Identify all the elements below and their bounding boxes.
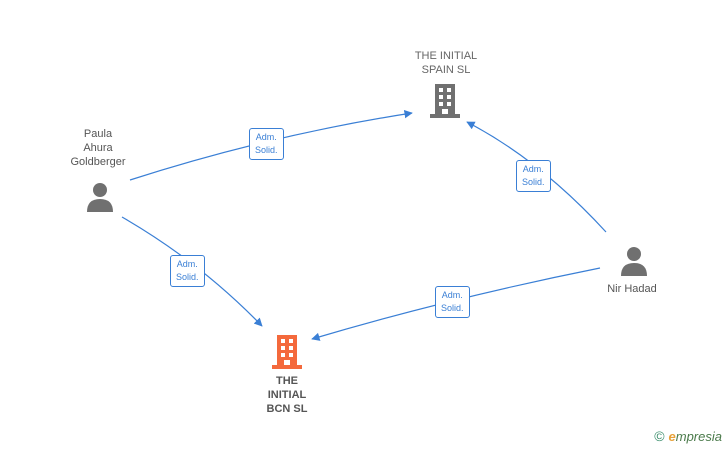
edge-label-nir-spain[interactable]: Adm. Solid. <box>516 160 551 192</box>
company-label-bcn[interactable]: THE INITIAL BCN SL <box>266 375 308 415</box>
edge-label-paula-spain[interactable]: Adm. Solid. <box>249 128 284 160</box>
edge-label-nir-bcn[interactable]: Adm. Solid. <box>435 286 470 318</box>
copyright-symbol: © <box>654 428 665 444</box>
edge-label-paula-bcn[interactable]: Adm. Solid. <box>170 255 205 287</box>
building-icon[interactable] <box>430 84 460 118</box>
person-icon[interactable] <box>620 246 648 276</box>
person-label-paula[interactable]: Paula Ahura Goldberger <box>70 128 126 168</box>
person-icon[interactable] <box>86 182 114 212</box>
person-label-nir[interactable]: Nir Hadad <box>607 283 657 295</box>
building-icon[interactable] <box>272 335 302 369</box>
company-label-spain[interactable]: THE INITIAL SPAIN SL <box>414 50 478 76</box>
empresia-logo: ©empresia <box>654 428 722 444</box>
